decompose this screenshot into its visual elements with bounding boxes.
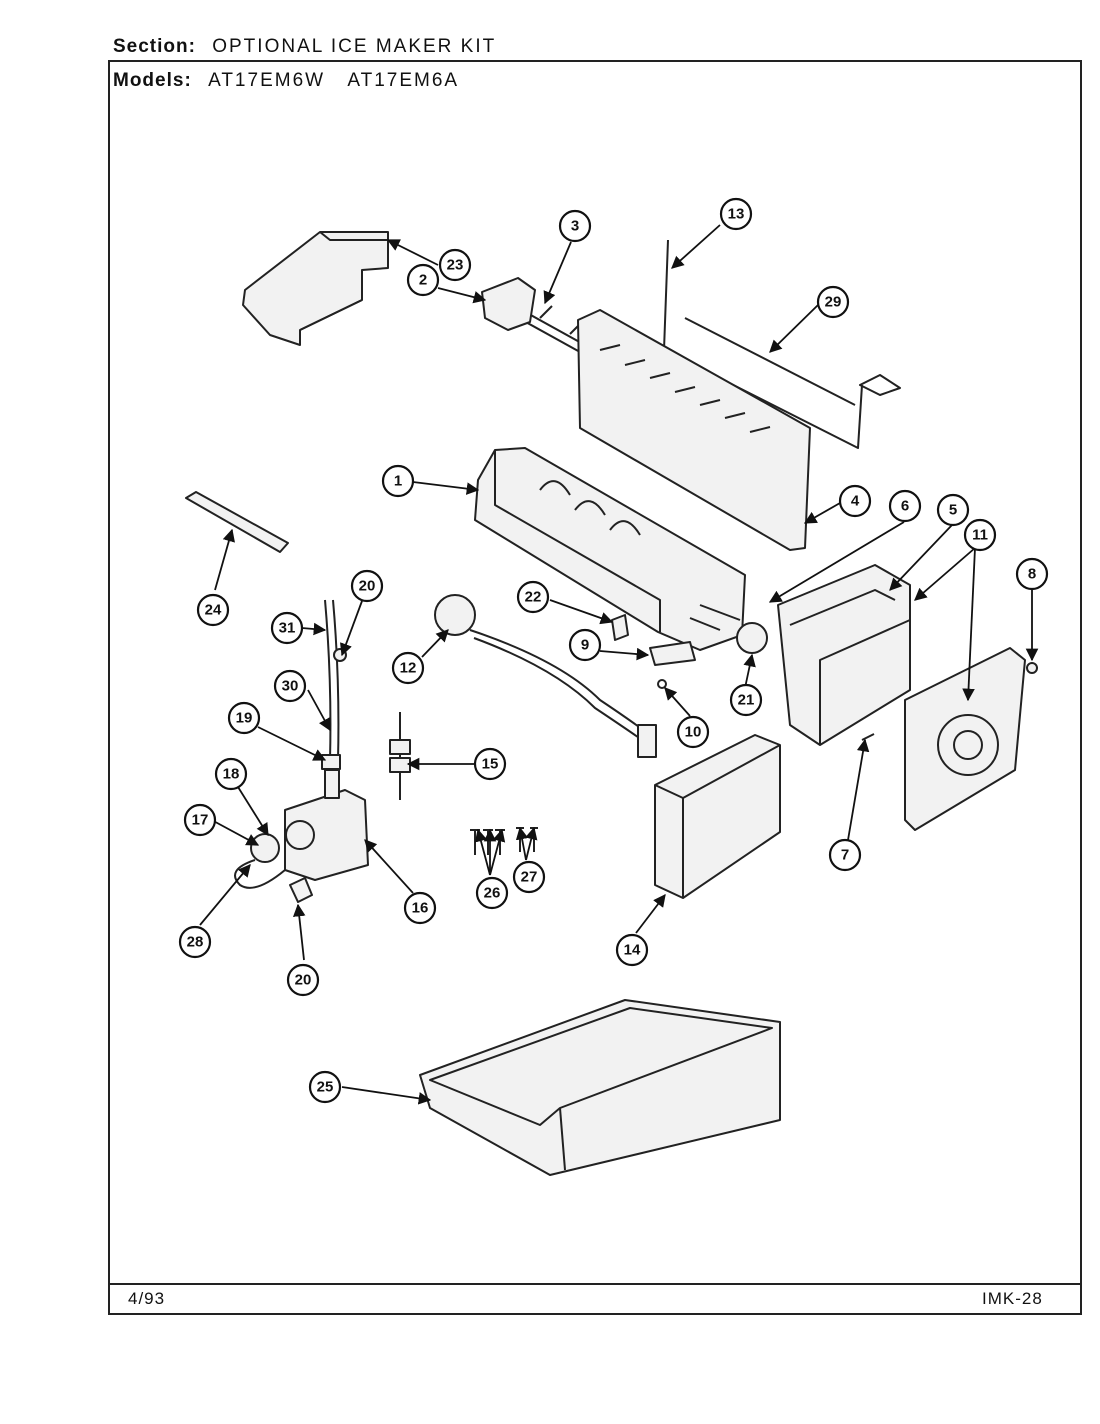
svg-text:16: 16: [412, 900, 429, 917]
callout-12: 12: [391, 651, 425, 685]
callout-8: 8: [1015, 557, 1049, 591]
insulation-block-part: [654, 734, 781, 899]
callout-22: 22: [516, 580, 550, 614]
callout-14: 14: [615, 933, 649, 967]
model-number-1: AT17EM6W: [208, 70, 326, 91]
stripper-part: [577, 309, 811, 551]
models-header: Models: AT17EM6W AT17EM6A: [113, 70, 459, 92]
leader-lines: [199, 224, 1039, 1105]
water-valve-part: [284, 769, 369, 881]
svg-text:5: 5: [949, 502, 957, 519]
callout-17: 17: [183, 803, 217, 837]
motor-housing-part: [777, 564, 911, 746]
bracket-part: [481, 277, 536, 331]
svg-text:20: 20: [359, 578, 376, 595]
svg-text:2: 2: [419, 272, 427, 289]
callout-18: 18: [214, 757, 248, 791]
callout-7: 7: [828, 838, 862, 872]
svg-text:27: 27: [521, 869, 538, 886]
small-parts-group: [611, 604, 768, 689]
callout-25: 25: [308, 1070, 342, 1104]
svg-text:25: 25: [317, 1079, 334, 1096]
model-number-2: AT17EM6A: [347, 70, 460, 91]
tube-fitting-part: [389, 712, 411, 800]
ice-bin-part: [419, 999, 781, 1176]
svg-text:13: 13: [728, 206, 745, 223]
callout-4: 4: [838, 484, 872, 518]
callout-20a: 20: [350, 569, 384, 603]
callout-21: 21: [729, 683, 763, 717]
callout-13: 13: [719, 197, 753, 231]
callout-11: 11: [963, 518, 997, 552]
water-line-part: [321, 599, 347, 770]
callout-9: 9: [568, 628, 602, 662]
callout-28: 28: [178, 925, 212, 959]
callout-16: 16: [403, 891, 437, 925]
section-label: Section:: [113, 36, 196, 57]
svg-text:1: 1: [394, 473, 402, 490]
clamp-part: [289, 877, 313, 903]
callout-24: 24: [196, 593, 230, 627]
callout-30: 30: [273, 669, 307, 703]
callout-20b: 20: [286, 963, 320, 997]
models-label: Models:: [113, 70, 192, 91]
svg-text:8: 8: [1028, 566, 1036, 583]
svg-text:29: 29: [825, 294, 842, 311]
callout-6: 6: [888, 489, 922, 523]
svg-text:17: 17: [192, 812, 209, 829]
svg-text:21: 21: [738, 692, 755, 709]
callout-19: 19: [227, 701, 261, 735]
callout-27: 27: [512, 860, 546, 894]
svg-text:12: 12: [400, 660, 417, 677]
diagram-frame: [108, 60, 1082, 1315]
svg-text:10: 10: [685, 724, 702, 741]
callout-5: 5: [936, 493, 970, 527]
section-title: OPTIONAL ICE MAKER KIT: [212, 36, 497, 57]
svg-text:4: 4: [851, 493, 860, 510]
svg-text:11: 11: [972, 527, 988, 544]
svg-text:24: 24: [205, 602, 222, 619]
svg-text:22: 22: [525, 589, 542, 606]
svg-text:6: 6: [901, 498, 909, 515]
svg-text:9: 9: [581, 637, 589, 654]
svg-text:19: 19: [236, 710, 253, 727]
svg-text:15: 15: [482, 756, 499, 773]
valve-coil-part: [234, 833, 286, 889]
footer-date: 4/93: [128, 1289, 166, 1308]
svg-text:23: 23: [447, 257, 464, 274]
callout-29: 29: [816, 285, 850, 319]
svg-text:20: 20: [295, 972, 312, 989]
svg-text:30: 30: [282, 678, 299, 695]
svg-text:18: 18: [223, 766, 240, 783]
motor-plate-part: [904, 647, 1026, 831]
svg-text:3: 3: [571, 218, 579, 235]
footer-divider: [108, 1283, 1082, 1285]
callout-26: 26: [475, 876, 509, 910]
callout-15: 15: [473, 747, 507, 781]
svg-text:26: 26: [484, 885, 501, 902]
shutoff-arm-part: [663, 239, 901, 449]
footer-page-code: IMK-28: [982, 1289, 1043, 1308]
callout-23: 23: [438, 248, 472, 282]
callout-1: 1: [381, 464, 415, 498]
section-header: Section: OPTIONAL ICE MAKER KIT: [113, 36, 496, 58]
svg-text:28: 28: [187, 934, 204, 951]
callout-2: 2: [406, 263, 440, 297]
svg-text:7: 7: [841, 847, 849, 864]
callout-3: 3: [558, 209, 592, 243]
svg-text:31: 31: [279, 620, 296, 637]
callout-10: 10: [676, 715, 710, 749]
fill-tube-part: [185, 491, 289, 553]
wiring-harness-part: [434, 594, 657, 758]
ice-maker-cover-part: [242, 231, 389, 346]
callout-31: 31: [270, 611, 304, 645]
svg-text:14: 14: [624, 942, 641, 959]
